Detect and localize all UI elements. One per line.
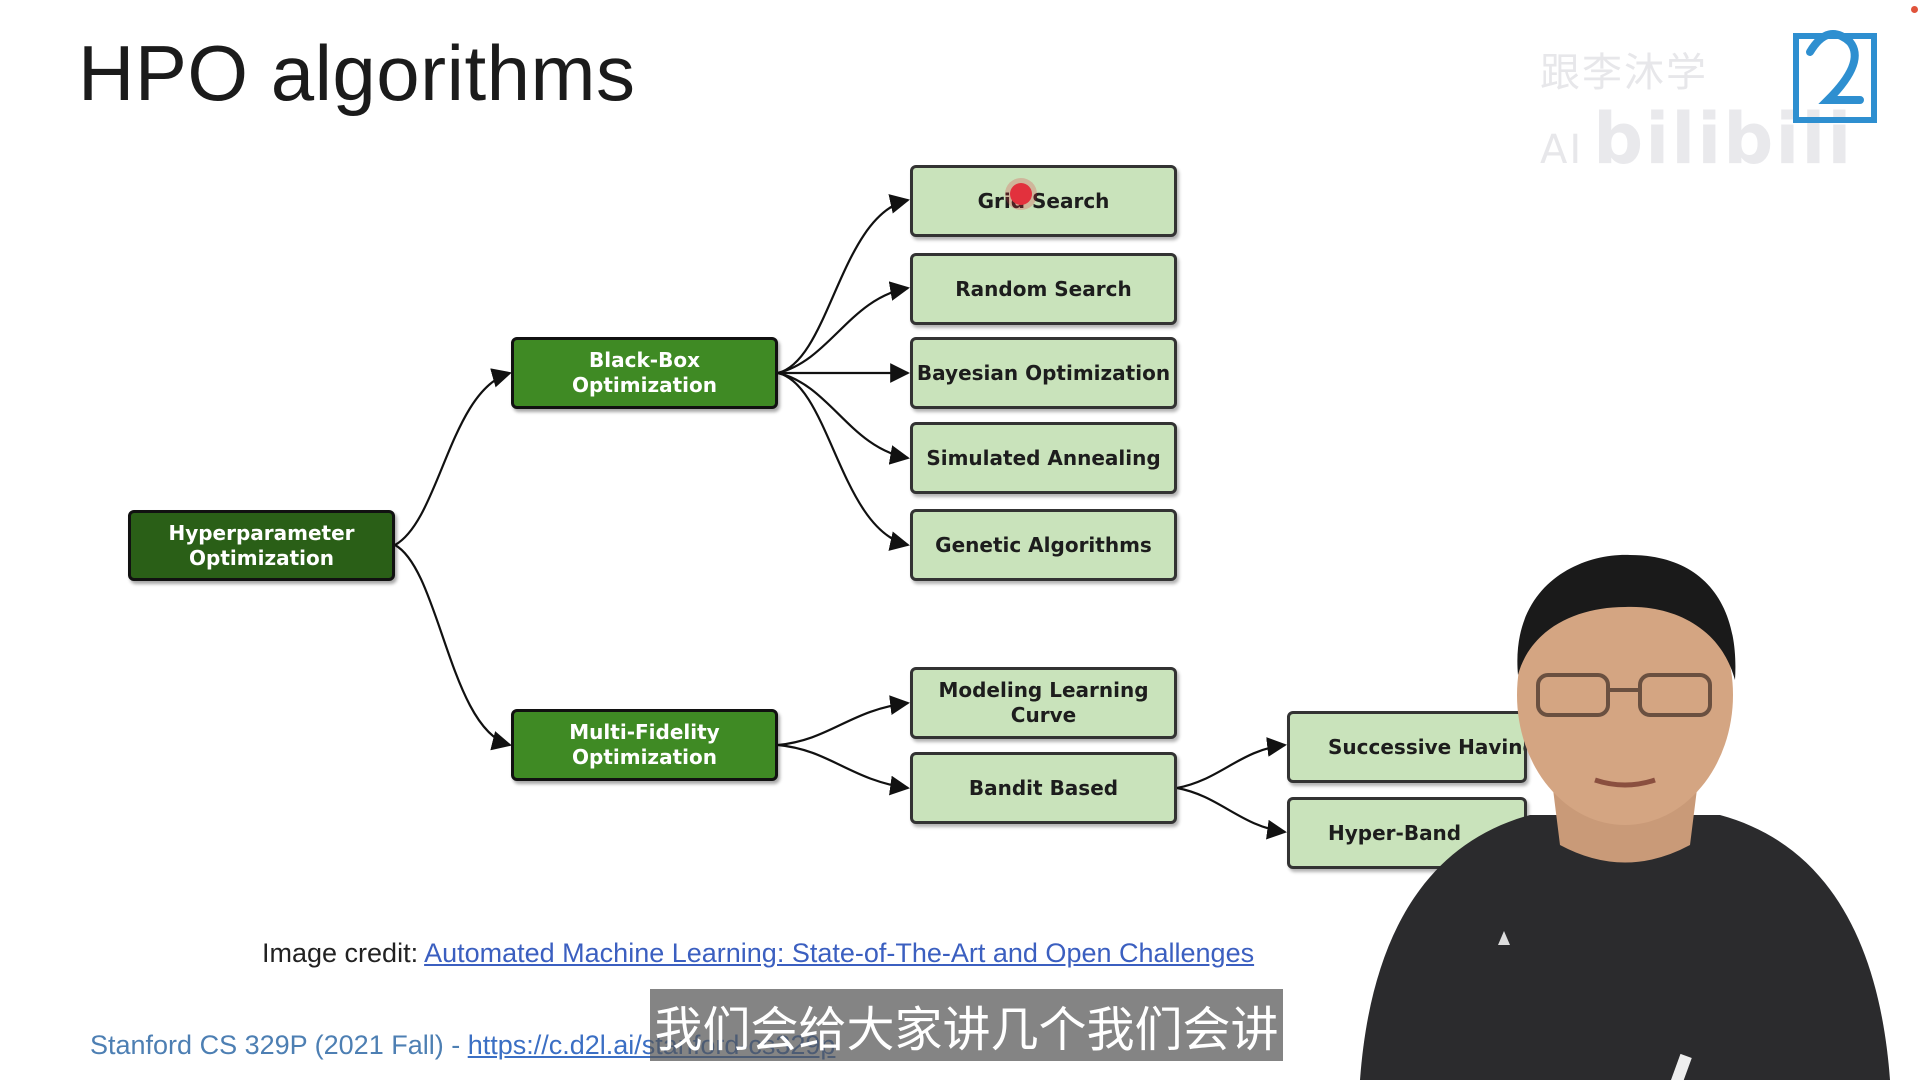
edge-root-multifidelity (394, 544, 512, 751)
node-label: Bayesian Optimization (916, 360, 1171, 385)
edge-bb-grid (777, 194, 910, 375)
node-label: Multi-Fidelity Optimization (569, 720, 720, 769)
watermark-text: 跟李沐学AI (1540, 50, 1708, 173)
credit-link[interactable]: Automated Machine Learning: State-of-The… (424, 938, 1255, 968)
recording-indicator (1911, 6, 1918, 13)
node-random-search: Random Search (910, 253, 1177, 325)
edge-bandit-sh (1176, 737, 1287, 790)
node-label: Successive Having (1328, 734, 1527, 759)
node-label: Simulated Annealing (926, 445, 1161, 470)
edge-bb-random (777, 281, 910, 375)
node-successive-halving: Successive Having (1287, 711, 1527, 783)
node-multi-fidelity-optimization: Multi-Fidelity Optimization (511, 709, 778, 781)
bilibili-logo: bilibili (1593, 98, 1854, 180)
edge-root-blackbox (394, 368, 512, 546)
node-label: Hyper-Band (1328, 820, 1462, 845)
node-genetic-algorithms: Genetic Algorithms (910, 509, 1177, 581)
edge-bb-annealing (777, 371, 910, 465)
node-label: Hyperparameter Optimization (168, 520, 355, 570)
node-bandit-based: Bandit Based (910, 752, 1177, 824)
credit-label: Image credit: (262, 938, 425, 968)
edge-bandit-hb (1176, 786, 1287, 840)
node-label: Grid Search (977, 188, 1110, 213)
footer-label: Stanford CS 329P (2021 Fall) - (90, 1030, 468, 1060)
edge-bb-genetic (777, 371, 910, 551)
node-hyperparameter-optimization: Hyperparameter Optimization (128, 510, 395, 581)
slide-title: HPO algorithms (78, 29, 636, 117)
pointer-cursor (1010, 183, 1032, 205)
image-credit: Image credit: Automated Machine Learning… (262, 938, 1254, 969)
node-label: Random Search (955, 276, 1132, 301)
d2l-logo-icon (1793, 30, 1877, 123)
edge-mf-bandit (777, 743, 910, 796)
node-label: Bandit Based (968, 775, 1119, 800)
presenter-video (1360, 554, 1890, 1080)
node-label: Genetic Algorithms (935, 532, 1152, 557)
node-bayesian-optimization: Bayesian Optimization (910, 337, 1177, 409)
node-label: Modeling Learning Curve (938, 678, 1149, 727)
node-grid-search: Grid Search (910, 165, 1177, 237)
node-label: Black-Box Optimization (572, 348, 717, 397)
node-simulated-annealing: Simulated Annealing (910, 422, 1177, 494)
video-subtitle: 我们会给大家讲几个我们会讲 (650, 989, 1283, 1061)
node-black-box-optimization: Black-Box Optimization (511, 337, 778, 409)
node-modeling-learning-curve: Modeling Learning Curve (910, 667, 1177, 739)
edge-mf-learning (777, 695, 910, 747)
